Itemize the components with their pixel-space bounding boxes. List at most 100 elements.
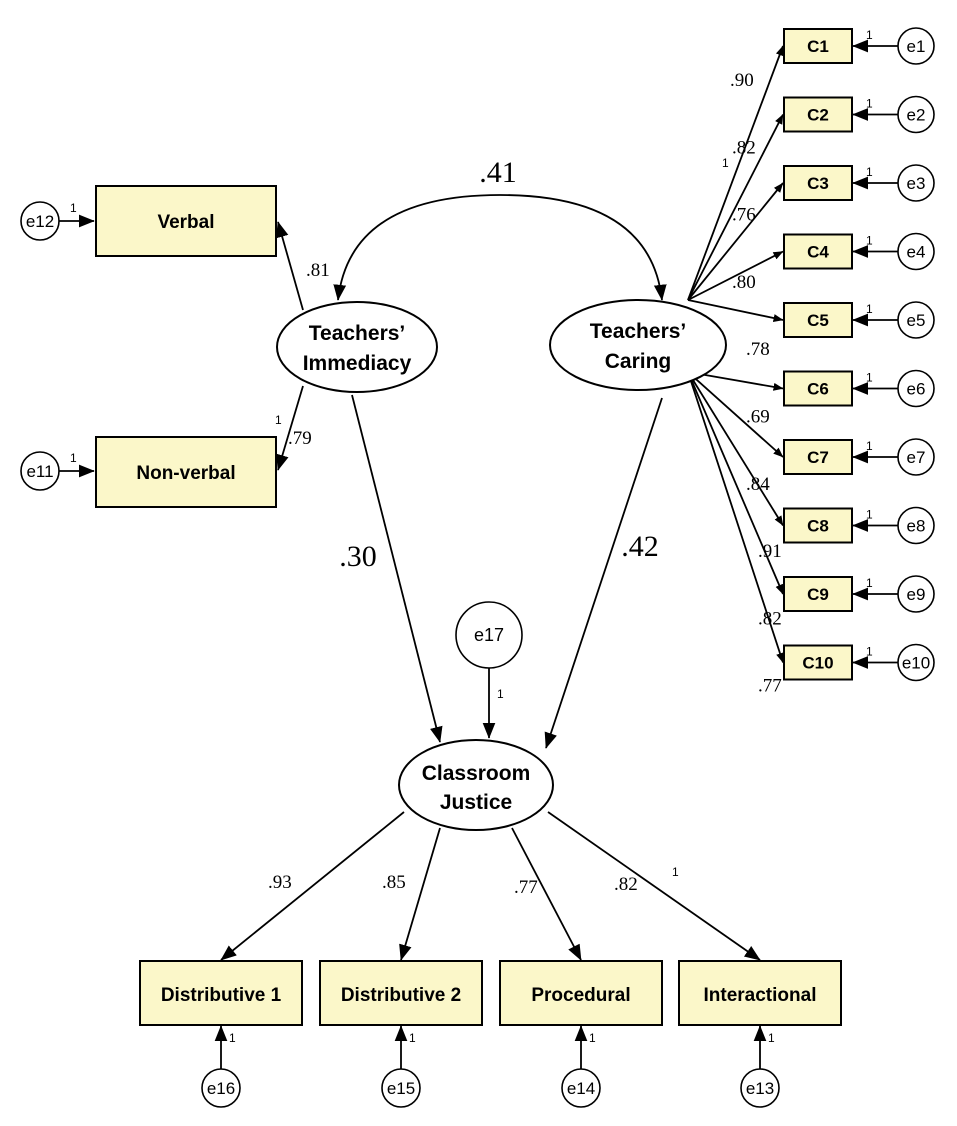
- svg-text:C4: C4: [807, 243, 829, 262]
- indicator-c7: C7 .84 e7 1: [746, 438, 935, 495]
- svg-text:Verbal: Verbal: [157, 212, 214, 233]
- svg-text:Distributive 2: Distributive 2: [341, 985, 461, 1006]
- loading-c7: .84: [746, 474, 770, 495]
- svg-text:1: 1: [229, 1031, 236, 1045]
- svg-text:Interactional: Interactional: [704, 985, 817, 1006]
- svg-text:1: 1: [866, 234, 873, 248]
- loading-interactional: .82: [614, 874, 638, 895]
- error-e15: e15: [387, 1079, 415, 1098]
- latent-caring-line2: Caring: [605, 350, 672, 373]
- svg-text:Non-verbal: Non-verbal: [136, 463, 235, 484]
- caring-loading-paths: [687, 45, 784, 663]
- latent-caring: Teachers’ Caring: [549, 299, 727, 391]
- indicator-c9: C9 .82 e9 1: [758, 575, 935, 629]
- svg-text:C9: C9: [807, 585, 829, 604]
- svg-text:1: 1: [589, 1031, 596, 1045]
- svg-text:1: 1: [866, 28, 873, 42]
- loading-path-c2: [687, 114, 784, 301]
- latent-immediacy: Teachers’ Immediacy: [276, 301, 438, 393]
- error-e1: e1: [907, 37, 926, 56]
- caring-indicators: C1.90e11C2.82e21C3.76e31C4.80e41C5.78e51…: [730, 27, 935, 697]
- error-e9: e9: [907, 585, 926, 604]
- indicator-c4: C4 .80 e4 1: [732, 232, 935, 293]
- indicator-c10: C10 .77 e10 1: [758, 643, 935, 697]
- svg-text:1: 1: [866, 439, 873, 453]
- loading-path-c7: [687, 371, 784, 458]
- loading-path-c4: [687, 250, 784, 301]
- error-e10: e10: [902, 654, 930, 673]
- svg-text:1: 1: [768, 1031, 775, 1045]
- svg-text:1: 1: [497, 687, 504, 701]
- svg-text:1: 1: [866, 302, 873, 316]
- loading-c10: .77: [758, 676, 782, 697]
- svg-text:C3: C3: [807, 174, 829, 193]
- svg-text:1: 1: [70, 201, 77, 215]
- indicator-distributive-1: Distributive 1 .93 e16 1: [139, 811, 405, 1108]
- covariance-coef: .41: [479, 156, 517, 189]
- loading-c9: .82: [758, 608, 782, 629]
- loading-procedural: .77: [514, 877, 538, 898]
- loading-path-c5: [687, 299, 784, 322]
- indicator-c8: C8 .91 e8 1: [758, 506, 935, 562]
- indicator-nonverbal: Non-verbal .79 1 e11 1: [20, 385, 312, 508]
- error-e6: e6: [907, 380, 926, 399]
- path-caring-justice: [544, 397, 663, 749]
- svg-text:1: 1: [866, 165, 873, 179]
- svg-text:C5: C5: [807, 311, 829, 330]
- svg-text:1: 1: [866, 645, 873, 659]
- coef-immediacy-justice: .30: [339, 540, 377, 573]
- loading-path-c9: [687, 371, 784, 595]
- error-e8: e8: [907, 517, 926, 536]
- covariance-arc: [333, 194, 667, 301]
- error-e4: e4: [907, 243, 926, 262]
- loading-c1: .90: [730, 70, 754, 91]
- svg-text:C2: C2: [807, 106, 829, 125]
- error-e17: e17: [474, 625, 504, 645]
- coef-caring-justice: .42: [621, 530, 659, 563]
- svg-text:1: 1: [866, 97, 873, 111]
- latent-immediacy-line2: Immediacy: [303, 352, 412, 375]
- svg-text:1: 1: [866, 508, 873, 522]
- loading-path-c10: [687, 371, 784, 663]
- path-immediacy-justice: [351, 394, 443, 743]
- svg-text:1: 1: [866, 576, 873, 590]
- loading-path-c1: [687, 45, 784, 301]
- error-e11: e11: [26, 462, 53, 481]
- latent-justice-line1: Classroom: [422, 762, 531, 785]
- loading-c8: .91: [758, 541, 782, 562]
- error-e2: e2: [907, 106, 926, 125]
- error-e7: e7: [907, 448, 926, 467]
- loading-c4: .80: [732, 272, 756, 293]
- latent-justice-line2: Justice: [440, 791, 512, 814]
- svg-text:C7: C7: [807, 448, 829, 467]
- error-e14: e14: [567, 1079, 595, 1098]
- svg-text:1: 1: [275, 413, 282, 427]
- indicator-verbal: Verbal .81 e12 1: [20, 185, 330, 311]
- svg-text:1: 1: [70, 451, 77, 465]
- justice-indicators: Distributive 1 .93 e16 1 Distributive 2 .85 e1…: [139, 811, 842, 1108]
- error-e3: e3: [907, 174, 926, 193]
- error-e12: e12: [26, 212, 54, 231]
- svg-text:C8: C8: [807, 517, 829, 536]
- indicator-distributive-2: Distributive 2 .85 e15 1: [319, 827, 483, 1108]
- loading-distributive-1: .93: [268, 872, 292, 893]
- svg-text:C10: C10: [802, 654, 833, 673]
- latent-immediacy-line1: Teachers’: [309, 322, 406, 345]
- loading-verbal: .81: [306, 260, 330, 281]
- loading-path-c8: [687, 371, 784, 526]
- loading-path-c3: [687, 182, 784, 301]
- loading-c6: .69: [746, 407, 770, 428]
- latent-justice: Classroom Justice: [398, 739, 554, 831]
- loading-nonverbal: .79: [288, 428, 312, 449]
- loading-distributive-2: .85: [382, 872, 406, 893]
- error-e16: e16: [207, 1079, 235, 1098]
- svg-text:1: 1: [409, 1031, 416, 1045]
- svg-text:Distributive 1: Distributive 1: [161, 985, 282, 1006]
